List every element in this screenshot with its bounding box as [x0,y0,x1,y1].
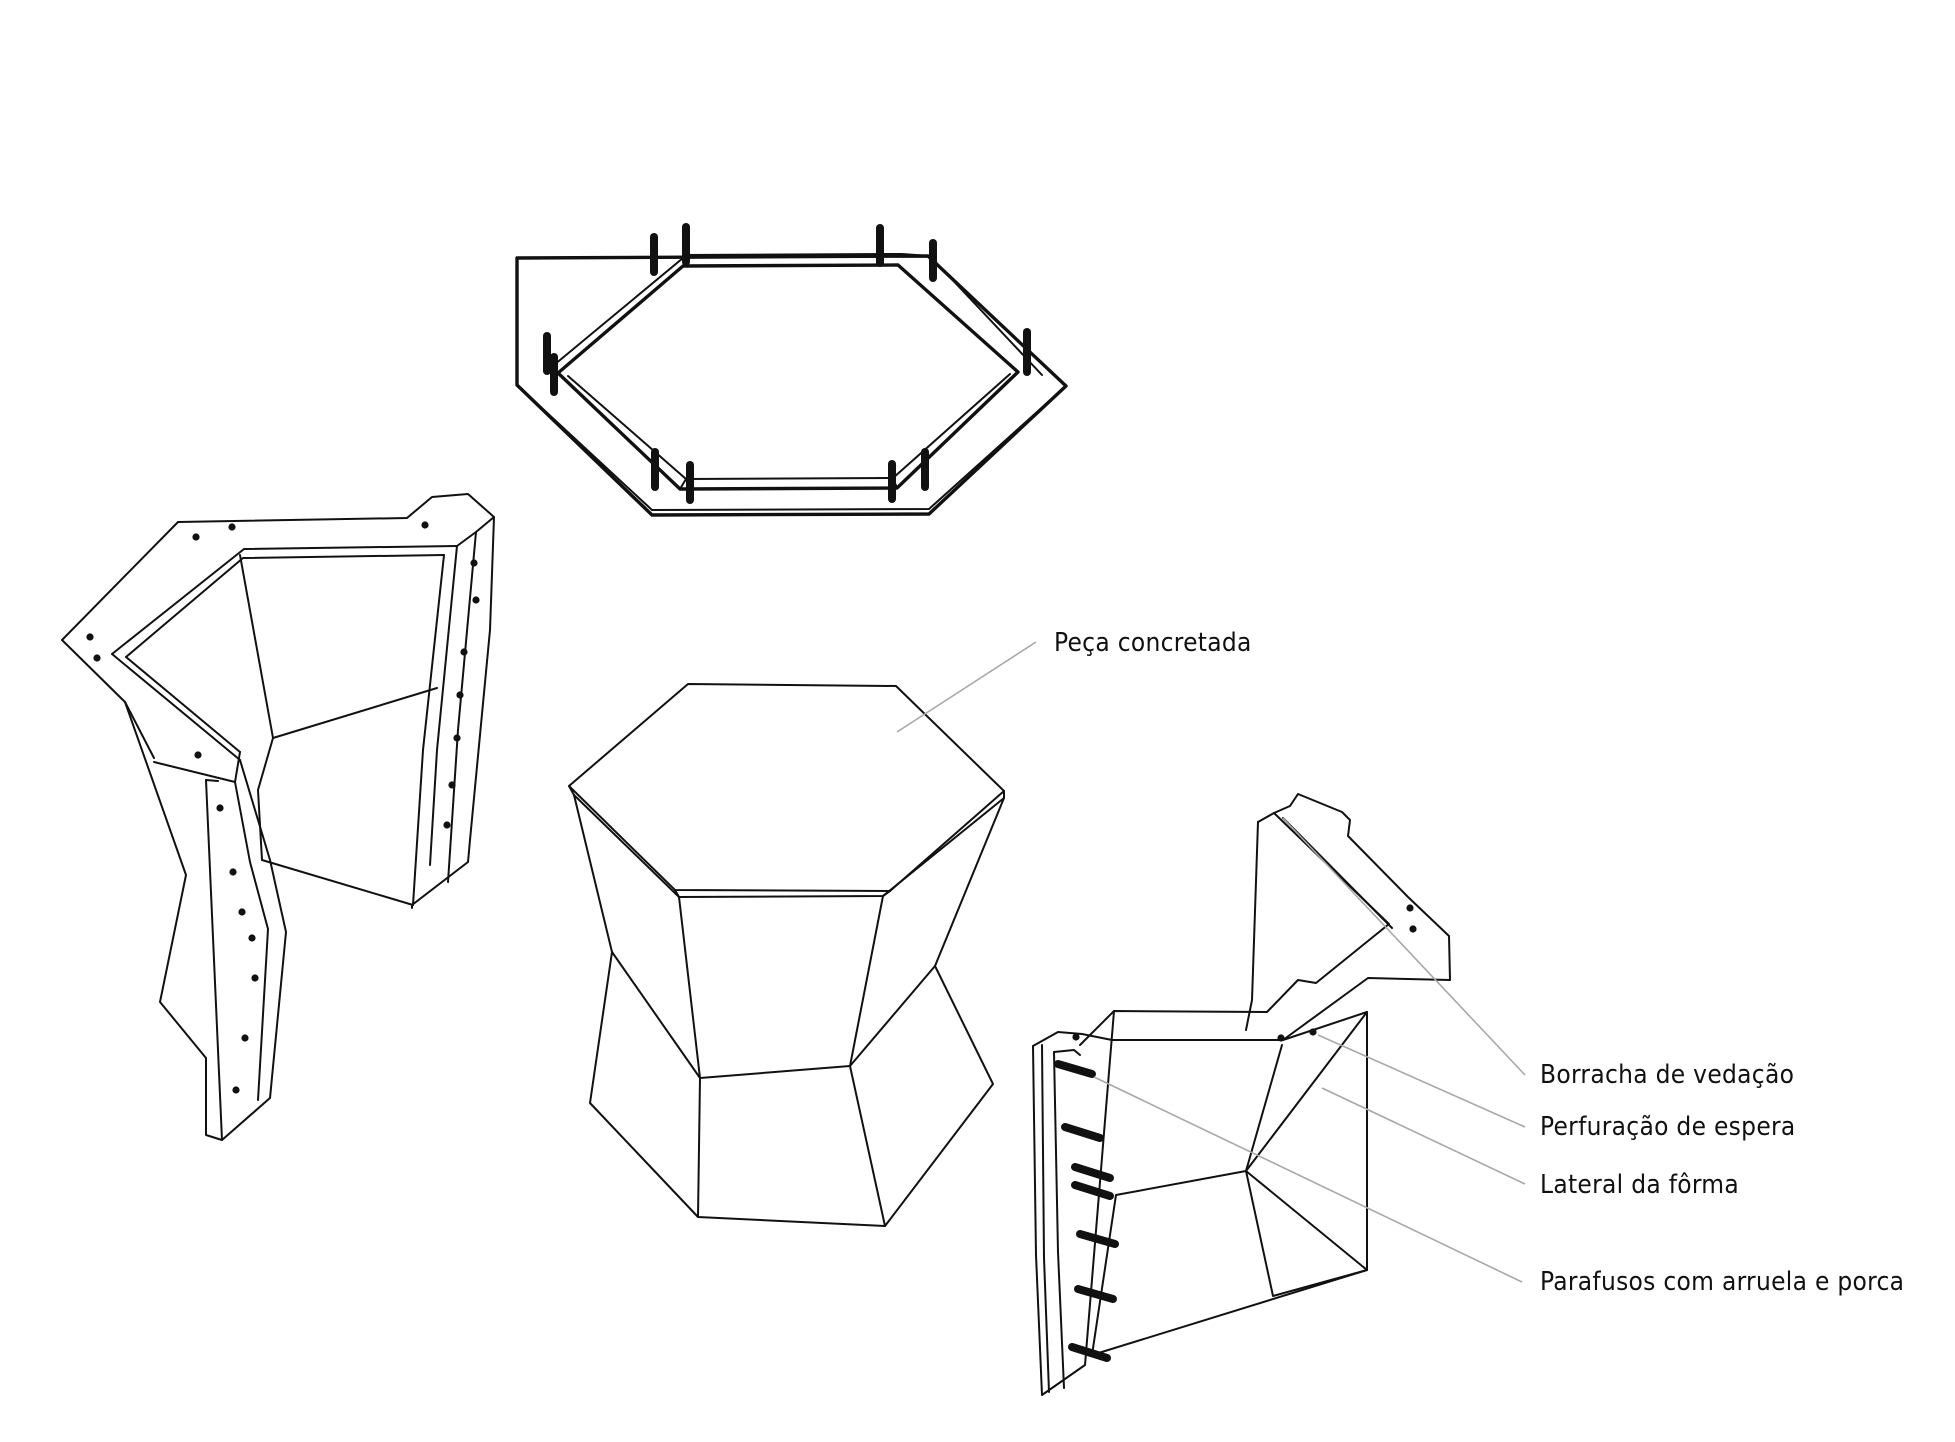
left-form-half [61,493,495,1141]
label-text-waiting-hole: Perfuração de espera [1540,1112,1796,1142]
label-waiting-hole: Perfuração de espera [1317,1034,1796,1142]
label-concrete-piece: Peça concretada [896,628,1252,733]
right-form-half [1032,793,1451,1396]
concrete-piece [568,683,1005,1227]
hexagonal-base-plate [515,223,1068,517]
label-bolts: Parafusos com arruela e porca [1093,1076,1904,1297]
label-form-side: Lateral da fôrma [1321,1087,1739,1200]
label-text-concrete-piece: Peça concretada [1054,628,1252,658]
label-text-form-side: Lateral da fôrma [1540,1170,1739,1200]
label-text-rubber-seal: Borracha de vedação [1540,1060,1794,1090]
label-text-bolts: Parafusos com arruela e porca [1540,1267,1904,1297]
label-rubber-seal: Borracha de vedação [1282,817,1794,1090]
